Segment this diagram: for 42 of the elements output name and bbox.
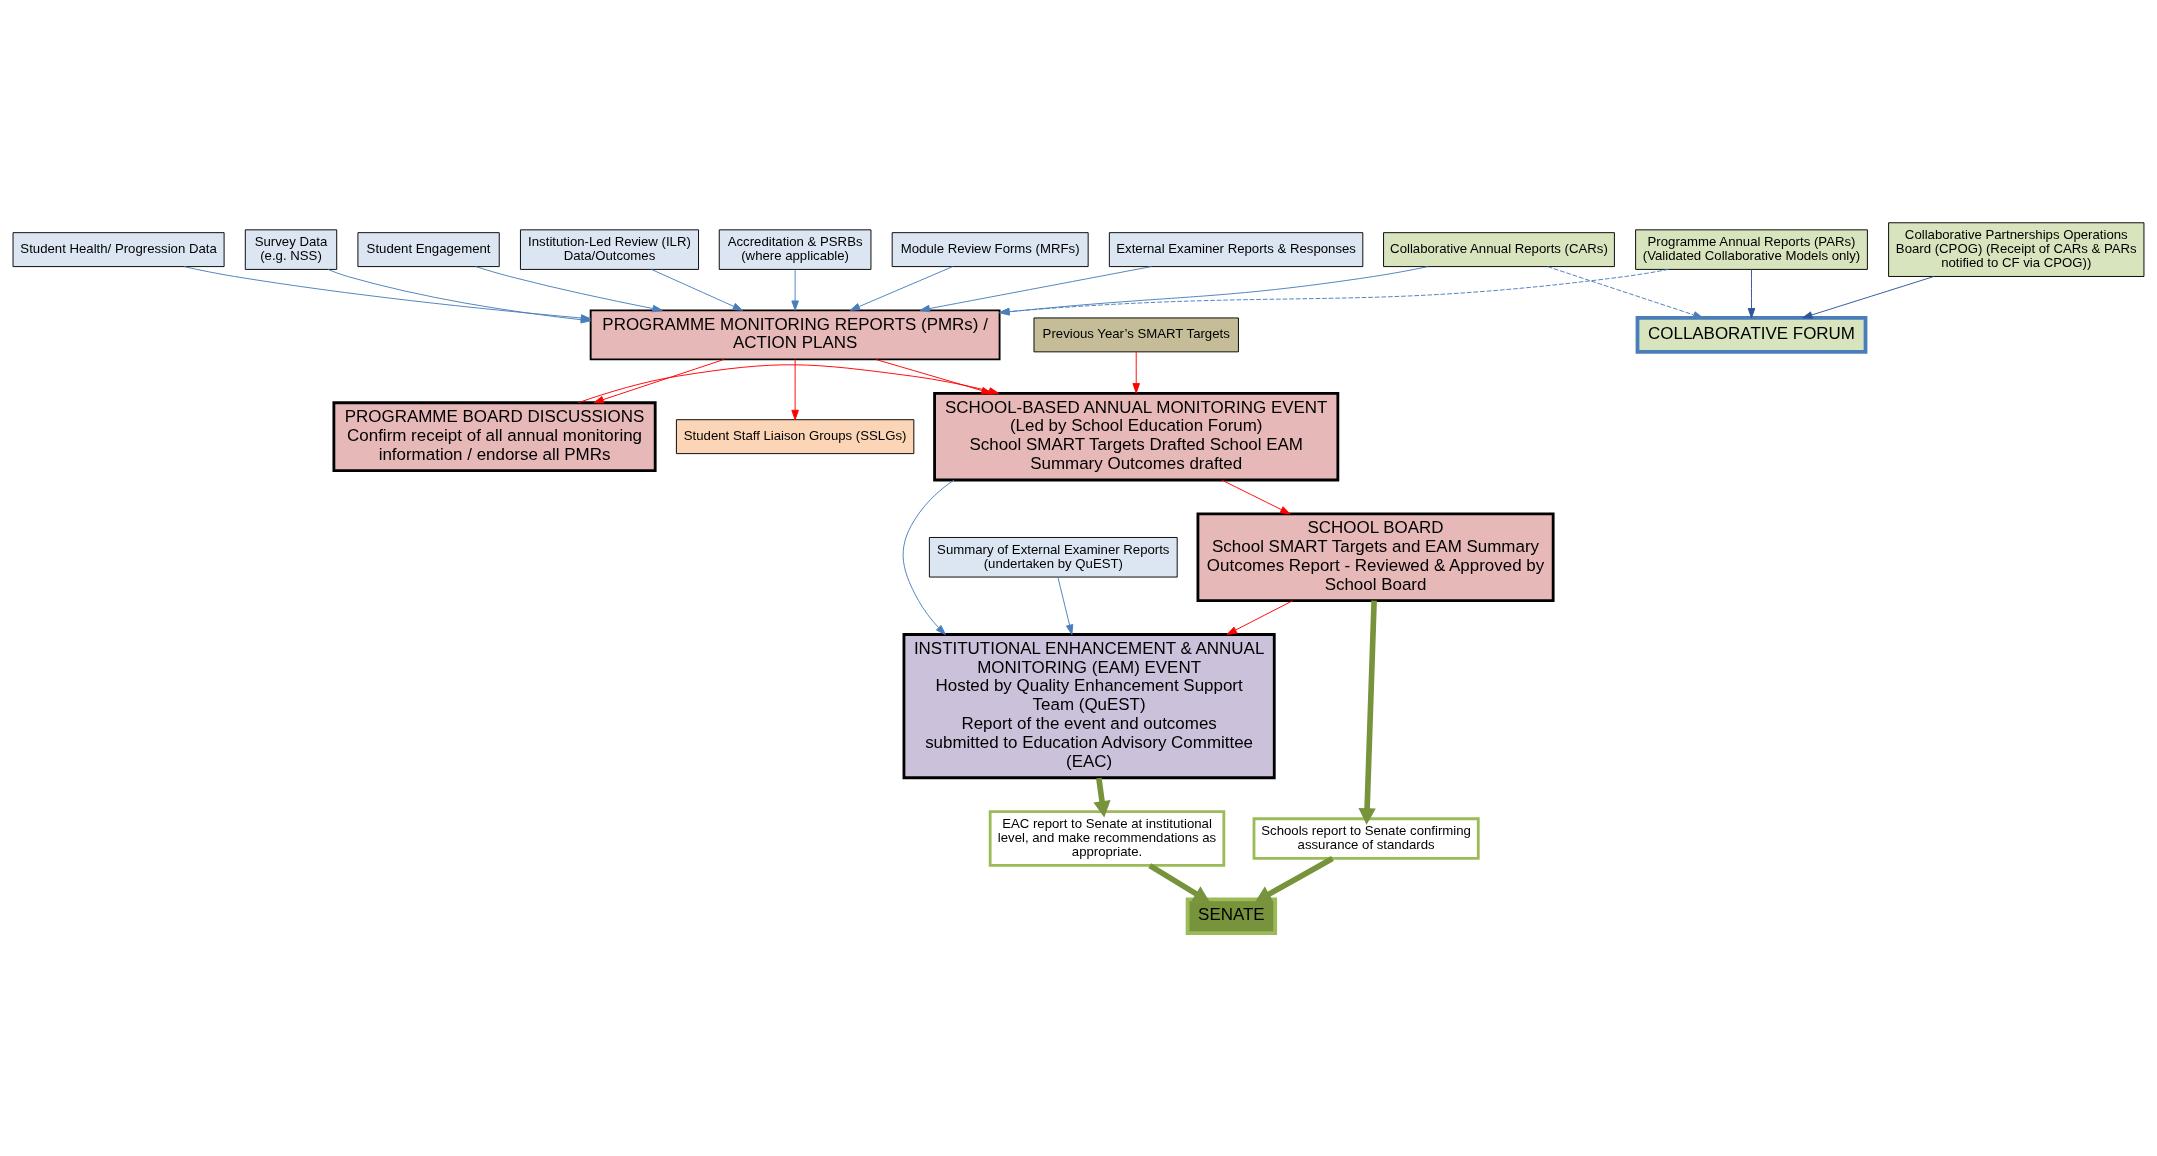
node-box: Schools report to Senate confirming assurance of standards (1252, 817, 1480, 860)
arrow (902, 479, 955, 635)
node-box: Collaborative Partnerships Operations Board (CPOG) (Receipt of CARs & PARs notified to CF via CPOG)) (1888, 222, 2145, 277)
node-box: Survey Data (e.g. NSS) (244, 229, 338, 270)
node-box: PROGRAMME BOARD DISCUSSIONS Confirm receipt of all annual monitoring information / endorse all PMRs (332, 401, 657, 472)
arrow (1148, 863, 1210, 903)
arrow (1547, 266, 1704, 319)
node-box: COLLABORATIVE FORUM (1635, 316, 1868, 354)
arrow (475, 266, 663, 313)
node-box: Student Staff Liaison Groups (SSLGs) (675, 419, 915, 455)
node-box: SCHOOL BOARD School SMART Targets and EAM Summary Outcomes Report - Reviewed & Approved by School Board (1196, 512, 1555, 603)
arrow (1358, 600, 1377, 825)
node-box: Summary of External Examiner Reports (undertaken by QuEST) (928, 537, 1178, 578)
arrow (919, 266, 1152, 313)
node-box: Student Engagement (357, 232, 500, 268)
node-box: Collaborative Annual Reports (CARs) (1383, 232, 1615, 268)
node-box: Programme Annual Reports (PARs) (Validated Collaborative Models only) (1635, 229, 1868, 270)
arrow (791, 359, 799, 421)
arrow (577, 364, 1000, 404)
arrow (791, 269, 799, 311)
node-box: SCHOOL-BASED ANNUAL MONITORING EVENT (Led by School Education Forum) School SMART Targets Drafted School EAM Summary Outcomes drafted (933, 391, 1340, 482)
node-box: SENATE (1185, 897, 1278, 936)
arrow (849, 266, 954, 311)
node-box: Accreditation & PSRBs (where applicable) (718, 229, 872, 270)
node-box: INSTITUTIONAL ENHANCEMENT & ANNUAL MONITORING (EAM) EVENT Hosted by Quality Enhancement Support Team (QuEST) Report of the event and outcomes submitted to Education Advisory Committee (EAC) (902, 633, 1276, 780)
arrow (1221, 479, 1291, 515)
arrow (1802, 276, 1935, 319)
arrow (1057, 576, 1074, 635)
node-box: External Examiner Reports & Responses (1108, 232, 1364, 268)
node-box: Module Review Forms (MRFs) (891, 232, 1089, 268)
node-box: Previous Year’s SMART Targets (1033, 317, 1239, 353)
node-box: Student Health/ Progression Data (12, 232, 225, 268)
node-box: EAC report to Senate at institutional level, and make recommendations as appropriate. (988, 810, 1226, 867)
arrow (1132, 351, 1140, 394)
arrow (1747, 269, 1756, 319)
arrow (593, 359, 725, 404)
arrow (1254, 855, 1334, 903)
arrow (1226, 600, 1294, 635)
node-box: Institution-Led Review (ILR) Data/Outcomes (520, 229, 699, 270)
arrow (651, 269, 743, 311)
arrow (1093, 777, 1111, 818)
node-box: PROGRAMME MONITORING REPORTS (PMRs) / ACTION PLANS (589, 309, 1001, 361)
